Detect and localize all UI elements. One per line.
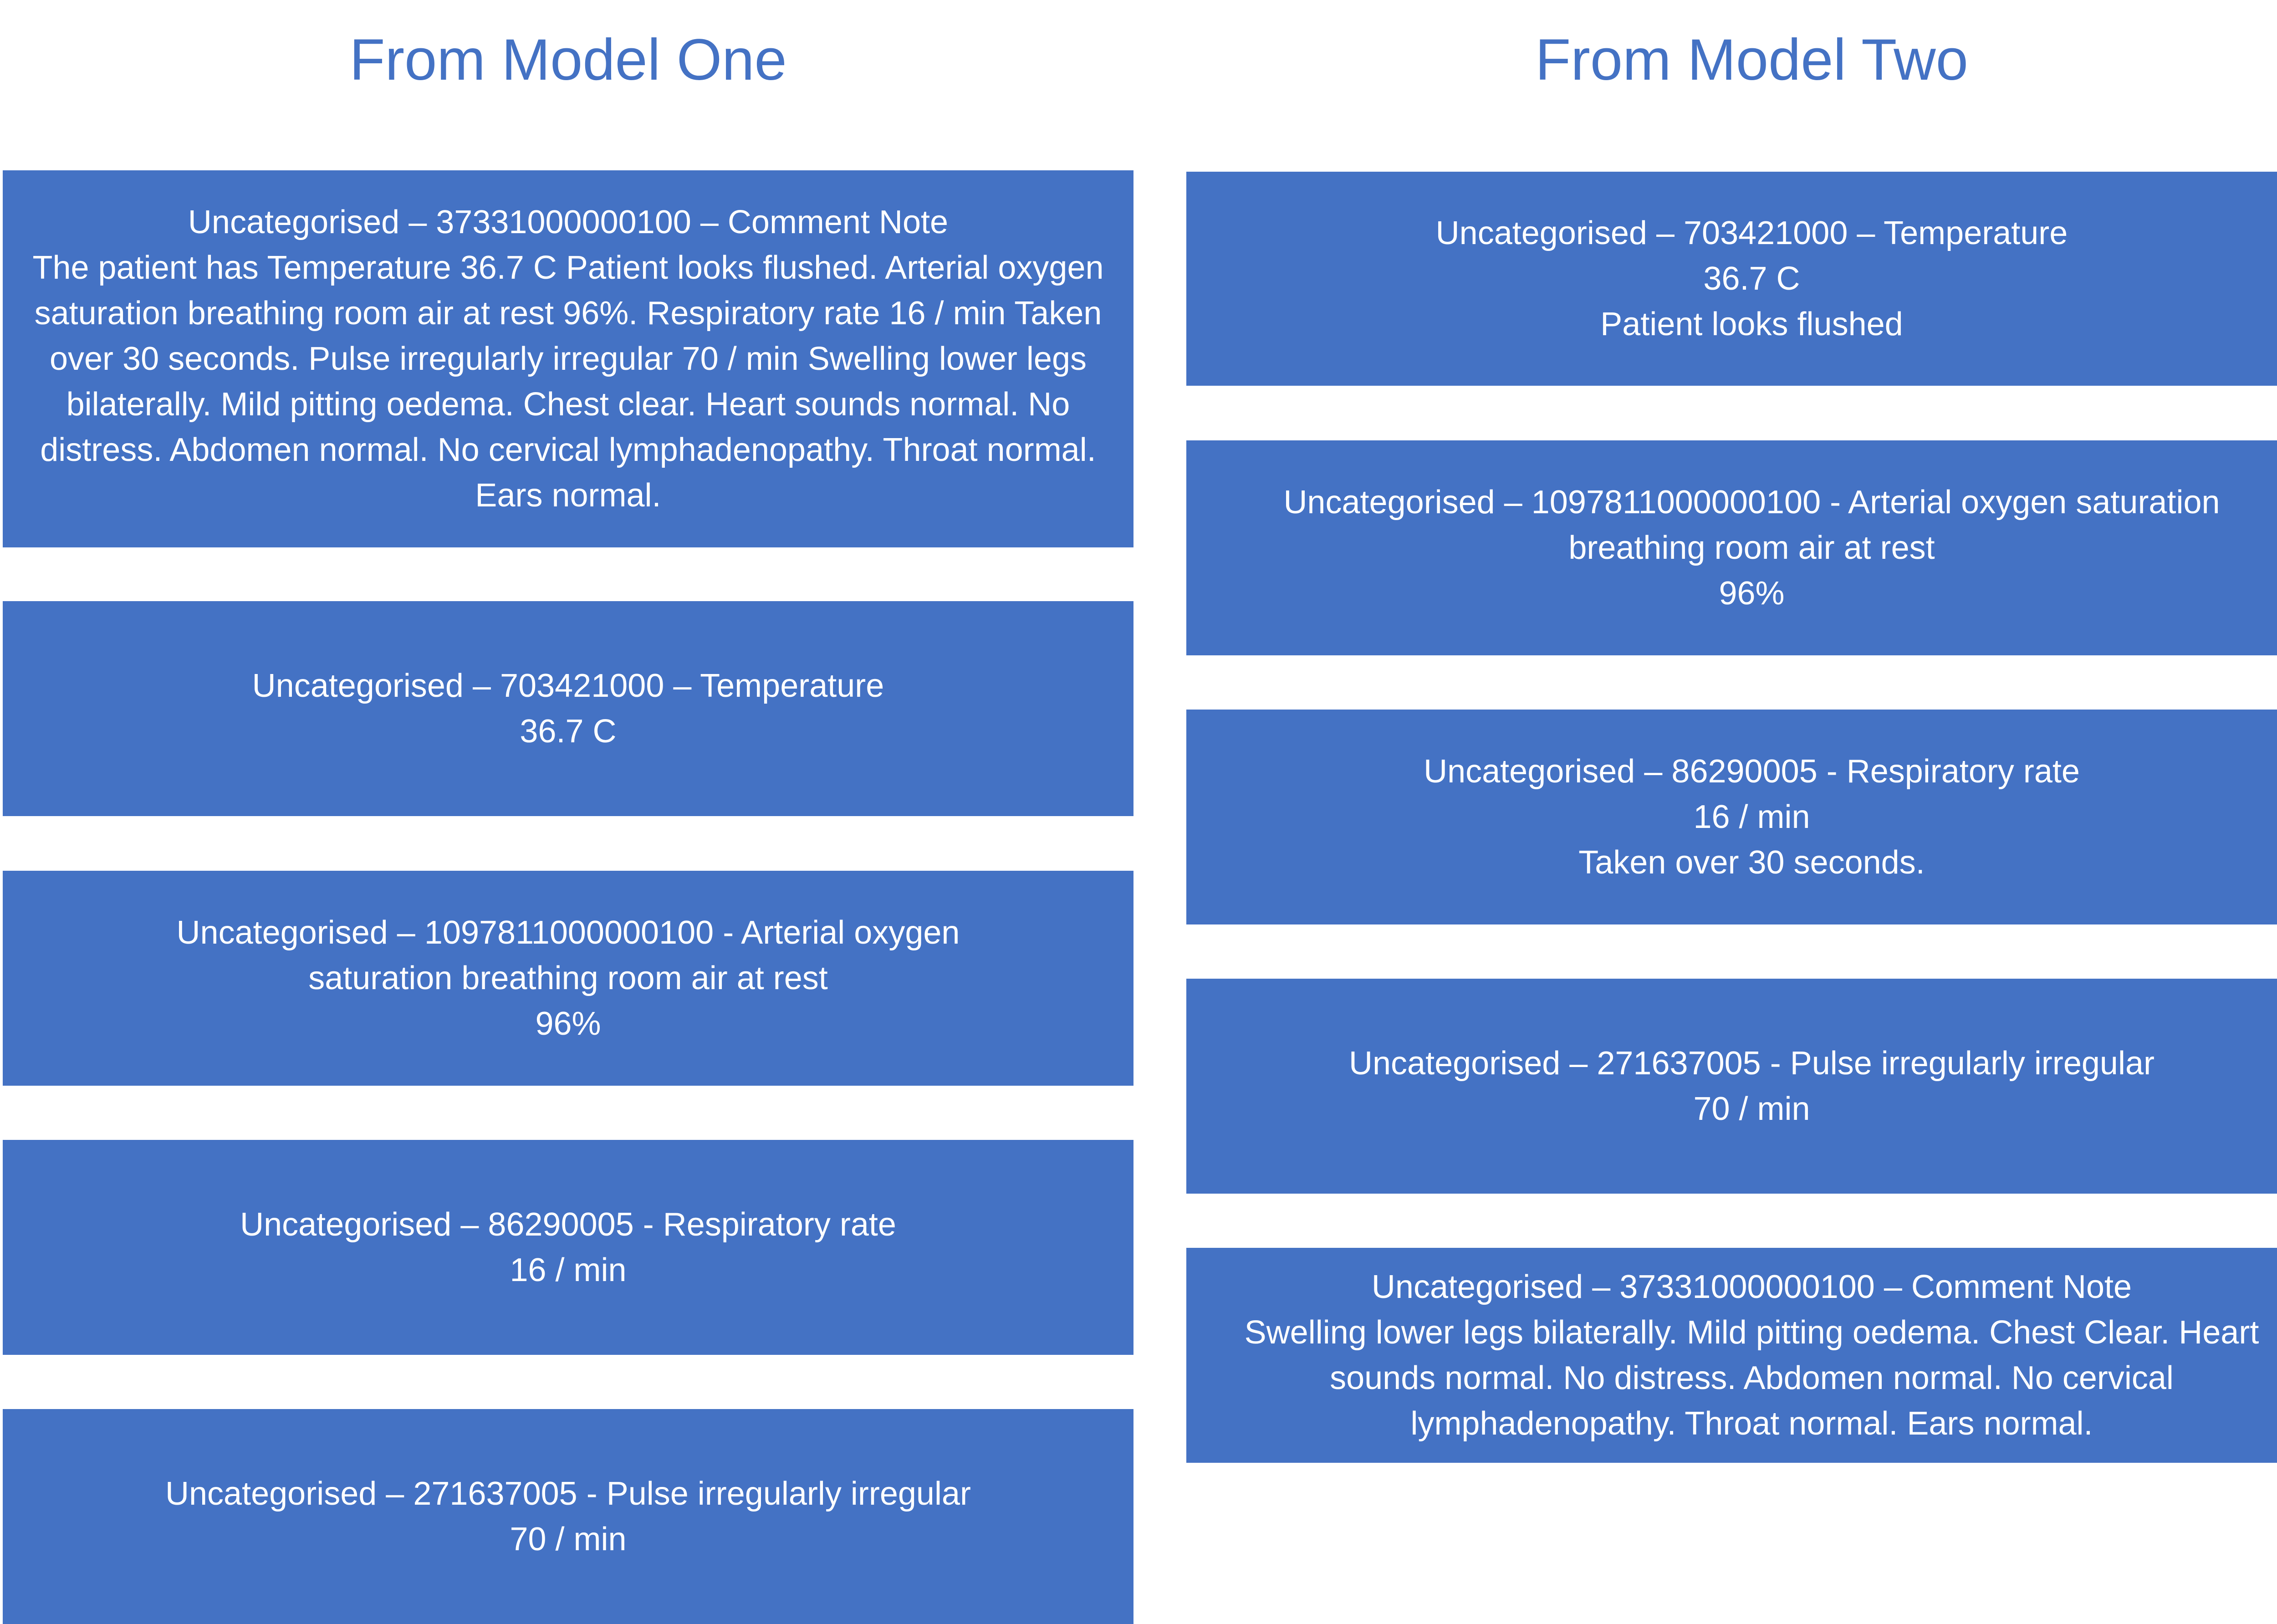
- model-one-respiratory-rate-box: Uncategorised – 86290005 - Respiratory r…: [3, 1140, 1133, 1355]
- model-one-title: From Model One: [349, 27, 787, 92]
- box-value: 70 / min: [1693, 1091, 1810, 1127]
- box-value: 16 / min: [1693, 799, 1810, 835]
- box-heading: Uncategorised – 703421000 – Temperature: [1435, 215, 2068, 251]
- box-heading: Uncategorised – 86290005 - Respiratory r…: [240, 1206, 896, 1243]
- box-value: 36.7 C: [1703, 260, 1800, 297]
- model-two-comment-note-box: Uncategorised – 37331000000100 – Comment…: [1186, 1248, 2277, 1463]
- box-heading: Uncategorised – 37331000000100 – Comment…: [188, 204, 949, 240]
- box-note: Patient looks flushed: [1600, 306, 1903, 342]
- box-value: 96%: [1719, 575, 1785, 612]
- box-value: 96%: [535, 1006, 601, 1042]
- model-two-temperature-box: Uncategorised – 703421000 – Temperature …: [1186, 172, 2277, 386]
- box-heading: Uncategorised – 703421000 – Temperature: [252, 668, 884, 704]
- box-value: 36.7 C: [520, 713, 617, 750]
- model-one-pulse-box: Uncategorised – 271637005 - Pulse irregu…: [3, 1409, 1133, 1624]
- model-two-pulse-box: Uncategorised – 271637005 - Pulse irregu…: [1186, 979, 2277, 1194]
- model-one-temperature-box: Uncategorised – 703421000 – Temperature …: [3, 601, 1133, 816]
- box-heading: Uncategorised – 86290005 - Respiratory r…: [1424, 753, 2080, 790]
- model-two-respiratory-rate-box: Uncategorised – 86290005 - Respiratory r…: [1186, 710, 2277, 924]
- box-body: Swelling lower legs bilaterally. Mild pi…: [1244, 1314, 2259, 1442]
- box-heading: Uncategorised – 1097811000000100 - Arter…: [1283, 484, 2220, 566]
- box-heading: Uncategorised – 271637005 - Pulse irregu…: [165, 1476, 971, 1512]
- model-two-oxygen-saturation-box: Uncategorised – 1097811000000100 - Arter…: [1186, 440, 2277, 655]
- model-one-comment-note-box: Uncategorised – 37331000000100 – Comment…: [3, 170, 1133, 547]
- model-two-title: From Model Two: [1535, 27, 1968, 92]
- model-one-oxygen-saturation-box: Uncategorised – 1097811000000100 - Arter…: [3, 871, 1133, 1086]
- box-note: Taken over 30 seconds.: [1578, 844, 1925, 881]
- box-heading: Uncategorised – 1097811000000100 - Arter…: [176, 914, 960, 996]
- box-body: The patient has Temperature 36.7 C Patie…: [32, 250, 1104, 514]
- box-heading: Uncategorised – 271637005 - Pulse irregu…: [1349, 1045, 2154, 1082]
- box-heading: Uncategorised – 37331000000100 – Comment…: [1371, 1269, 2132, 1305]
- box-value: 16 / min: [510, 1252, 627, 1288]
- box-value: 70 / min: [510, 1521, 627, 1558]
